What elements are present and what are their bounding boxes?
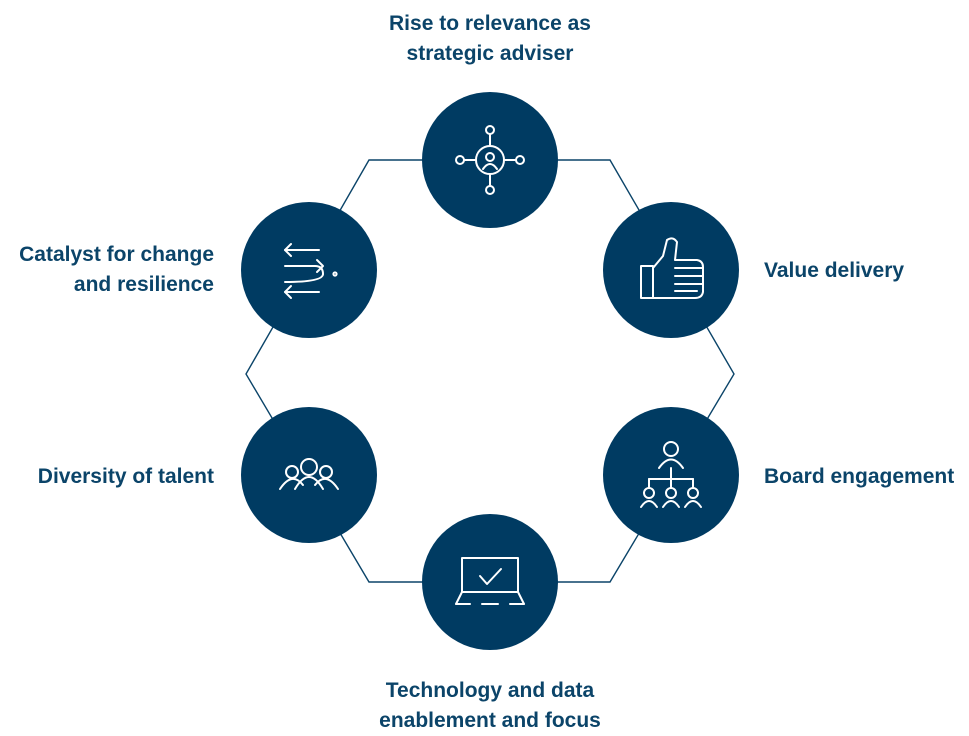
node-catalyst-change	[241, 202, 377, 338]
node-board-engagement	[603, 407, 739, 543]
label-line: enablement and focus	[379, 709, 601, 732]
org-chart-icon	[640, 441, 702, 508]
label-line: Board engagement	[764, 465, 955, 488]
label-line: Diversity of talent	[37, 465, 214, 488]
person-network-icon	[455, 125, 525, 195]
label-line: Catalyst for change	[19, 243, 214, 266]
label-diversity-talent: Diversity of talent	[10, 462, 214, 492]
label-line: strategic adviser	[406, 42, 574, 65]
label-board-engagement: Board engagement	[764, 462, 954, 492]
people-group-icon	[279, 458, 339, 490]
label-line: Technology and data	[385, 679, 595, 702]
label-strategic-adviser: Rise to relevance as strategic adviser	[370, 9, 610, 69]
label-line: Rise to relevance as	[389, 12, 591, 35]
label-line: and resilience	[73, 273, 214, 296]
thumbs-up-icon	[640, 237, 704, 299]
label-catalyst-change: Catalyst for change and resilience	[4, 240, 214, 300]
node-value-delivery	[603, 202, 739, 338]
node-strategic-adviser	[422, 92, 558, 228]
label-value-delivery: Value delivery	[764, 256, 904, 286]
hexagon-connector	[245, 159, 735, 583]
node-diversity-talent	[241, 407, 377, 543]
arrows-exchange-icon	[284, 243, 338, 299]
whiteboard-check-icon	[455, 557, 525, 605]
node-technology-data	[422, 514, 558, 650]
label-line: Value delivery	[764, 259, 905, 282]
label-technology-data: Technology and data enablement and focus	[355, 676, 625, 736]
